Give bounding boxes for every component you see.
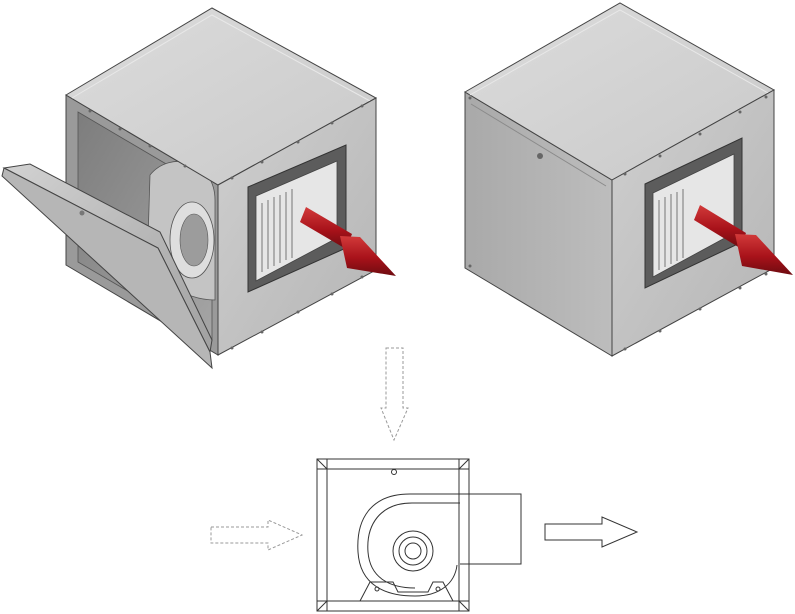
inlet-arrow-dashed-icon — [210, 519, 304, 551]
iso-view-closed — [464, 2, 793, 357]
fan-inlet-hole — [179, 213, 209, 267]
section-outlet-duct — [468, 493, 522, 565]
impeller-blades — [658, 189, 684, 270]
section-housing — [316, 458, 470, 612]
door-lock — [79, 210, 85, 216]
outlet-arrow-icon — [694, 205, 793, 275]
inlet-arrow-dashed-icon — [380, 347, 409, 442]
outlet-arrow-outline-icon — [544, 516, 639, 548]
door-lock — [537, 153, 543, 159]
section-bracket — [359, 581, 454, 602]
screws — [468, 95, 768, 351]
section-lock — [391, 469, 397, 475]
iso-view-open — [1, 7, 396, 370]
impeller-blades — [261, 189, 293, 272]
section-inlet-ring — [392, 530, 434, 572]
outlet-arrow-icon — [300, 207, 396, 276]
side-section-view — [316, 458, 522, 612]
screws — [88, 104, 364, 350]
